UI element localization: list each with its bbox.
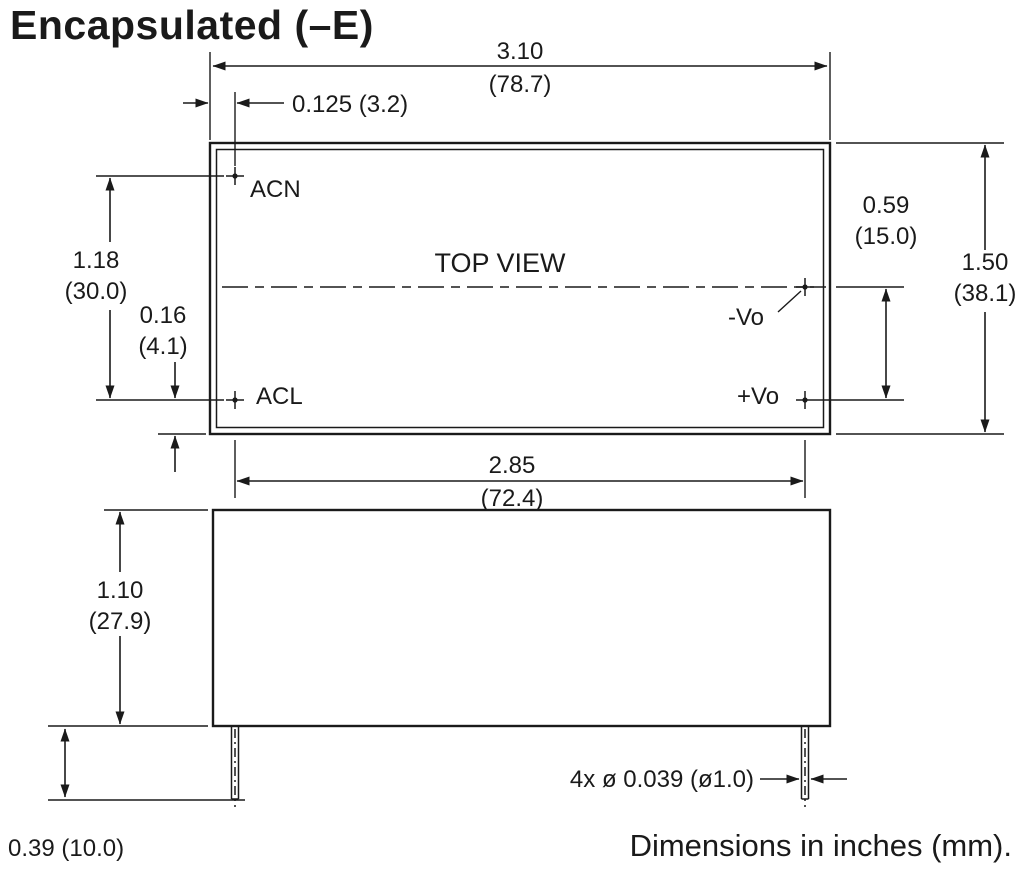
dimension-text-mm: (4.1) (138, 333, 187, 360)
pin-label-acn: ACN (250, 176, 301, 203)
dim-acl-to-edge: 0.16 (4.1) (138, 302, 206, 472)
dim-pin-length: 0.39 (10.0) (8, 728, 245, 862)
pin-acn-marker (226, 167, 244, 185)
dimension-text: 4x ø 0.039 (ø1.0) (570, 766, 754, 793)
extension-lines (96, 175, 224, 401)
module-outline-outer (208, 141, 832, 436)
dim-pin-inset: 0.125 (3.2) (183, 91, 408, 166)
drawing-title: Encapsulated (–E) (10, 2, 374, 48)
dimension-text-in: 0.59 (863, 192, 910, 219)
pin-label-neg-vo: -Vo (728, 304, 764, 331)
pin-label-acl: ACL (256, 383, 303, 410)
dimension-text-mm: (30.0) (65, 278, 128, 305)
side-view (211, 508, 832, 807)
extension-lines (209, 52, 831, 140)
side-outline (211, 508, 832, 728)
dimension-text-mm: (15.0) (855, 223, 918, 250)
dim-body-height: 1.10 (27.9) (48, 509, 208, 727)
dim-pin-col-span: 2.85 (72.4) (234, 440, 806, 512)
extension-lines (48, 509, 208, 727)
dimension-text-in: 1.18 (73, 247, 120, 274)
dimensions-note: Dimensions in inches (mm). (630, 828, 1012, 863)
dimension-text-mm: (27.9) (89, 608, 152, 635)
side-pin-right (800, 726, 810, 807)
extension-lines (814, 286, 904, 401)
pin-pos-vo-marker (796, 391, 814, 409)
dim-body-width: 3.10 (78.7) (209, 38, 831, 140)
dimension-text-in: 1.50 (962, 249, 1009, 276)
pin-label-pos-vo: +Vo (737, 383, 779, 410)
neg-vo-leader-line (777, 290, 802, 313)
dimension-text-mm: (38.1) (954, 280, 1017, 307)
extension-lines (234, 440, 806, 498)
dimension-text: 0.39 (10.0) (8, 835, 124, 862)
top-view: TOP VIEW ACN ACL -Vo +Vo (208, 141, 832, 436)
pin-dot (232, 397, 238, 403)
dimension-text-in: 3.10 (497, 38, 544, 65)
extension-lines (836, 142, 1004, 435)
pin-dot (802, 397, 808, 403)
dimension-text: 0.125 (3.2) (292, 91, 408, 118)
side-pin-left (230, 726, 240, 807)
module-outline-inner (215, 148, 825, 429)
pin-neg-vo-marker (796, 278, 814, 296)
dimension-text-in: 2.85 (489, 452, 536, 479)
pin-acl-marker (226, 391, 244, 409)
top-view-label: TOP VIEW (434, 248, 566, 278)
dimension-text-mm: (78.7) (489, 71, 552, 98)
dim-pin-row-span: 1.18 (30.0) (65, 175, 224, 401)
dimension-text-mm: (72.4) (481, 485, 544, 512)
pin-dot (802, 284, 808, 290)
dim-vo-span: 0.59 (15.0) (814, 192, 918, 401)
dim-body-depth: 1.50 (38.1) (836, 142, 1017, 435)
pin-dot (232, 173, 238, 179)
dim-pin-diameter: 4x ø 0.039 (ø1.0) (570, 766, 847, 793)
dimension-text-in: 0.16 (140, 302, 187, 329)
dimension-text-in: 1.10 (97, 577, 144, 604)
